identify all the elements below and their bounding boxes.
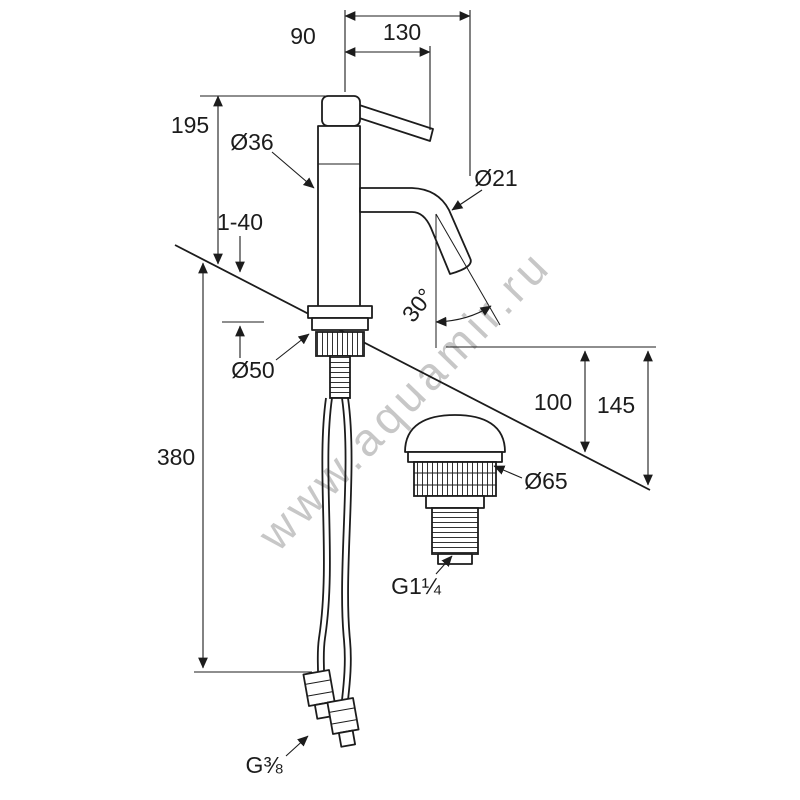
- hose-left-edge1: [316, 397, 327, 673]
- hose-right-edge1: [341, 397, 347, 701]
- thread-g114-label: G1¼: [391, 573, 442, 599]
- leader-dia50: [275, 333, 310, 361]
- drain-slotted-body: [413, 461, 497, 497]
- hose-nut-left: [302, 669, 336, 720]
- dim-195-label: 195: [171, 112, 209, 138]
- popup-waste: [404, 414, 506, 565]
- drain-step: [425, 495, 485, 509]
- drain-collar: [407, 451, 503, 463]
- dia-65-label: Ø65: [524, 468, 567, 494]
- base-flange-top: [307, 305, 373, 319]
- thread-g38-label: G⅜: [245, 752, 283, 778]
- angle-arc: [435, 305, 492, 327]
- leader-g38: [285, 735, 309, 757]
- drain-cap: [404, 414, 506, 453]
- dimension-labels: 90 130 195 Ø36 1-40 Ø21 30° Ø50 100 145 …: [157, 19, 635, 778]
- threaded-shank: [329, 355, 351, 399]
- supply-hoses: [302, 397, 360, 748]
- drain-thread: [431, 507, 479, 555]
- dim-90-label: 90: [290, 23, 316, 49]
- faucet-cap: [321, 95, 361, 127]
- dim-100-label: 100: [534, 389, 572, 415]
- dim-380-label: 380: [157, 444, 195, 470]
- hose-left-edge2: [322, 397, 333, 673]
- hose-right-edge2: [347, 397, 353, 701]
- leader-dia36: [271, 151, 315, 189]
- drain-bottom: [437, 553, 473, 565]
- dia-36-label: Ø36: [230, 129, 273, 155]
- leader-g114: [435, 555, 453, 575]
- dimension-lines: [194, 10, 656, 757]
- mounting-locknut: [315, 331, 365, 357]
- hose-nut-right: [326, 697, 360, 748]
- leader-dia21: [451, 189, 483, 211]
- spout: [359, 187, 472, 275]
- faucet-body: [317, 125, 361, 309]
- dia-21-label: Ø21: [474, 165, 517, 191]
- leader-dia65: [493, 465, 523, 479]
- clamp-range-label: 1-40: [217, 209, 263, 235]
- mounting-deck-line: [174, 244, 651, 491]
- faucet-outline: [307, 95, 472, 399]
- base-flange-bottom: [311, 317, 369, 331]
- dim-145-label: 145: [597, 392, 635, 418]
- dim-130-label: 130: [383, 19, 421, 45]
- dia-50-label: Ø50: [231, 357, 274, 383]
